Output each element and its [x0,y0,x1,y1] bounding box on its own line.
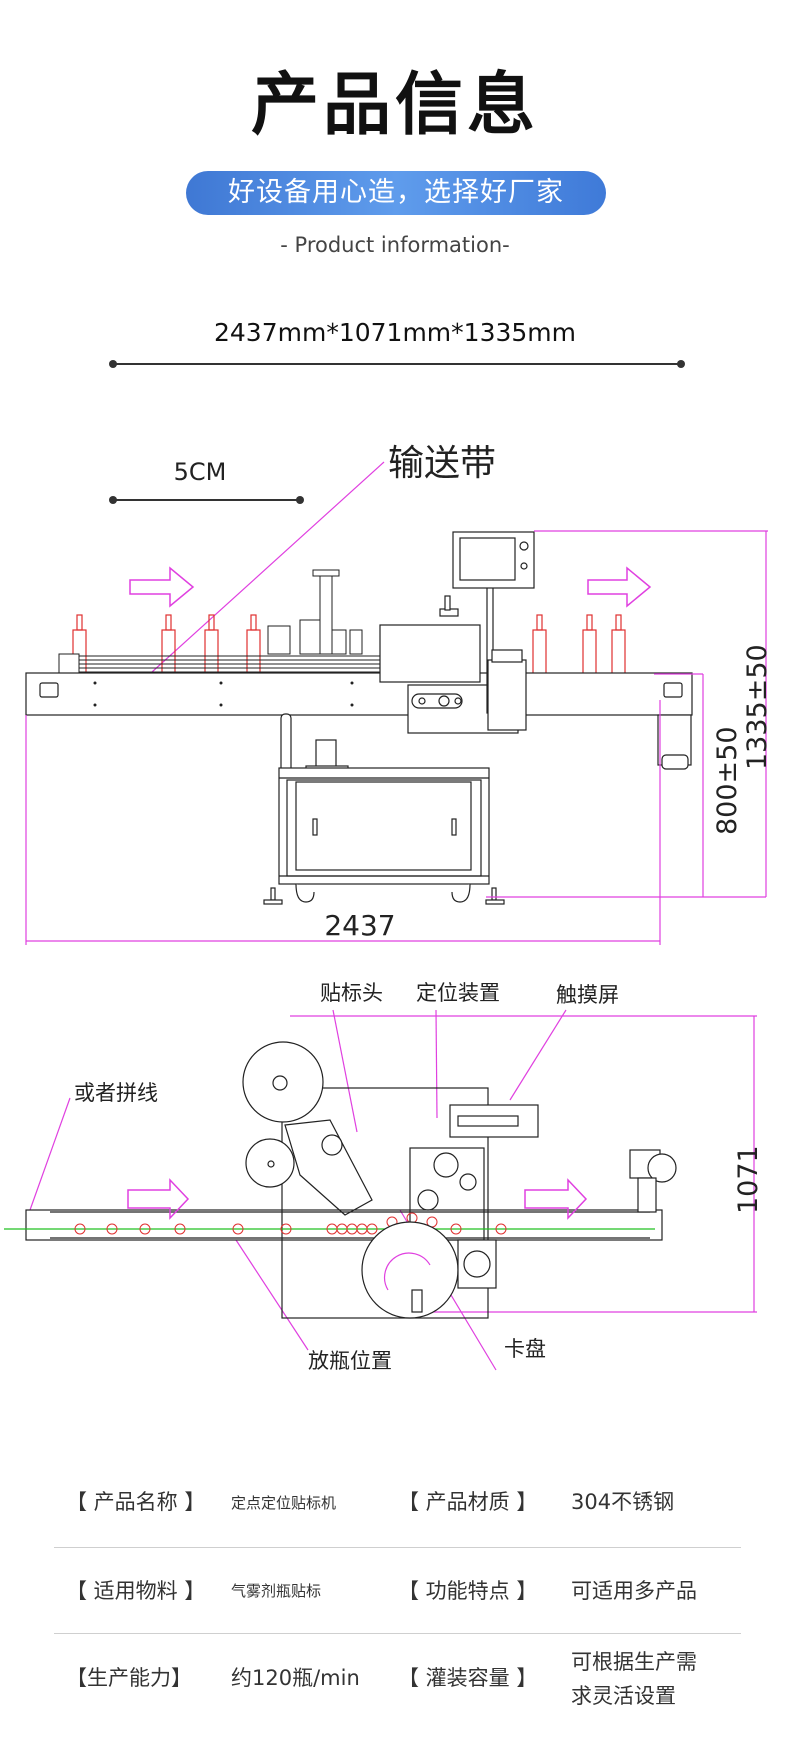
callout-labeling-head: 贴标头 [320,981,383,1005]
scale-bar-dot-right [296,496,304,504]
spec-value: 304不锈钢 [571,1490,675,1514]
labeling-head-box [379,595,519,734]
flow-arrow-left [127,1178,190,1220]
dimension-lines [25,530,768,945]
chuck-disc [361,1221,497,1319]
page-title: 产品信息 [250,66,539,145]
spec-value-line2: 求灵活设置 [571,1684,676,1708]
flow-arrow-right [524,1178,588,1220]
divider-dot-right [677,360,685,368]
rotation-arrow [383,1252,431,1291]
scale-bar-dot-left [109,496,117,504]
dim-depth-lines [290,1015,757,1313]
machine-cabinet [278,713,490,885]
dim-total-height-label: 1335±50 [742,644,773,770]
callout-line: 或者拼线 [74,1081,158,1105]
overall-dimensions: 2437mm*1071mm*1335mm [214,318,576,347]
positioning-device [409,1104,539,1241]
spec-value: 定点定位贴标机 [231,1494,337,1512]
row-divider [54,1547,741,1548]
callout-positioning: 定位装置 [416,981,500,1005]
spec-value: 约120瓶/min [231,1666,360,1690]
dim-width-label: 2437 [324,909,395,942]
conveyor-beam [25,672,693,716]
spec-label: 【 灌装容量 】 [398,1666,538,1690]
label-rolls [242,1041,489,1319]
spec-value: 可适用多产品 [571,1579,697,1603]
row-divider [54,1633,741,1634]
dim-depth-label: 1071 [733,1145,764,1214]
page-subtitle: - Product information- [280,233,510,257]
conveyor-rails [58,653,380,675]
motor-column [487,649,692,770]
conveyor-top [25,1209,663,1241]
labeling-components [267,569,363,655]
callout-conveyor: 输送带 [388,443,496,484]
flow-arrow-right [587,566,652,608]
end-motor [629,1149,677,1213]
spec-value-line1: 可根据生产需 [571,1650,697,1674]
spec-label: 【生产能力】 [66,1666,192,1690]
spec-label: 【 产品名称 】 [66,1490,206,1514]
divider-line [113,363,681,365]
callout-touchscreen: 触摸屏 [556,983,619,1007]
callout-chuck: 卡盘 [504,1337,546,1361]
callout-bottle-position: 放瓶位置 [308,1349,392,1373]
top-view-drawing: 贴标头 定位装置 触摸屏 或者拼线 放瓶位置 卡盘 1071 [4,981,764,1373]
bottles-right [532,614,626,675]
spec-value: 气雾剂瓶贴标 [231,1582,322,1600]
spec-label: 【 适用物料 】 [66,1579,206,1603]
touchscreen-panel [452,531,535,714]
spec-label: 【 产品材质 】 [398,1490,538,1514]
spec-label: 【 功能特点 】 [398,1579,538,1603]
dim-table-height-label: 800±50 [712,726,743,835]
callout-leader-conveyor [151,461,385,673]
bottles-left [72,614,261,675]
callout-leaders [29,1009,567,1371]
casters [263,883,505,905]
front-view-drawing: 5CM 输送带 [25,443,773,945]
flow-arrow-left [129,566,195,608]
slogan-badge: 好设备用心造，选择好厂家 [186,171,606,215]
beam-bolts [93,681,354,707]
bottle-positions [74,1212,507,1235]
scale-label: 5CM [174,458,227,486]
